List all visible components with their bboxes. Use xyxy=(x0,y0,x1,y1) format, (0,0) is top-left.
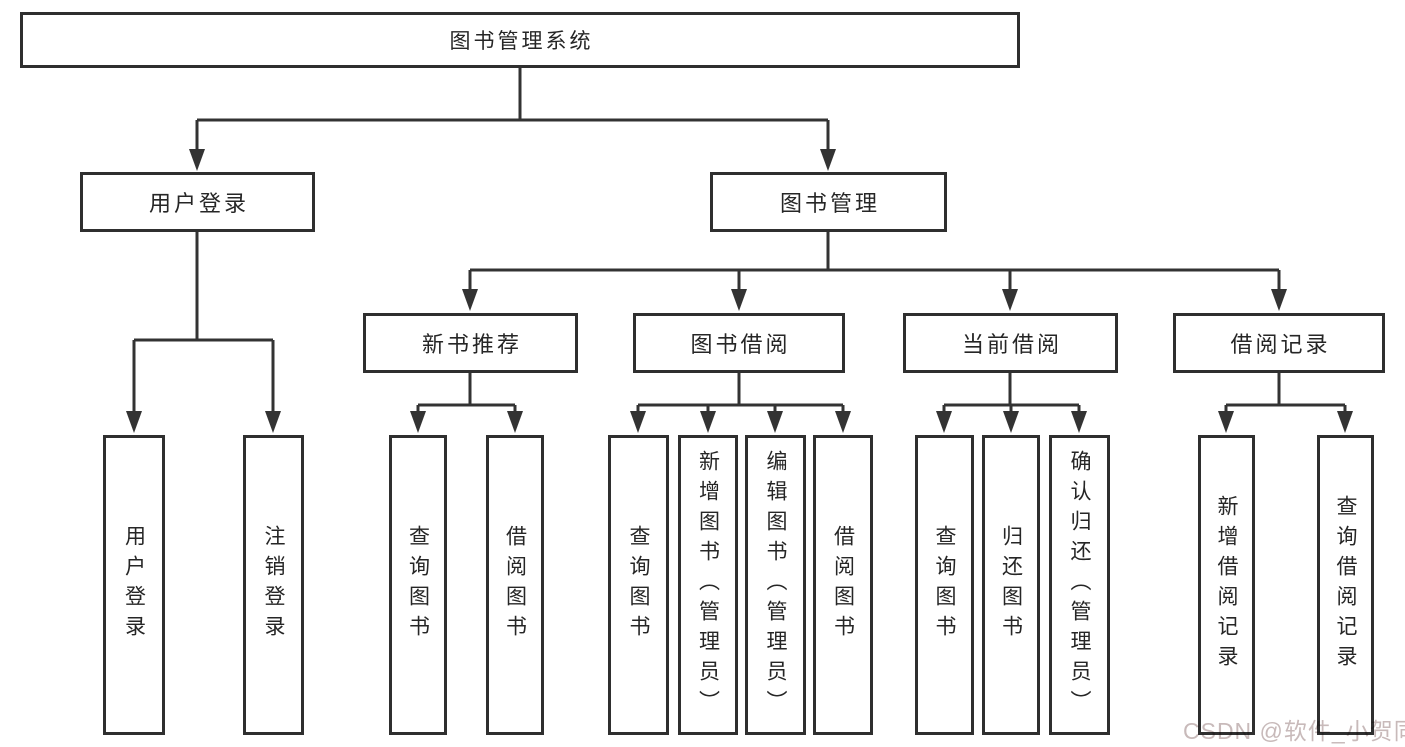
node-label: 新增借阅记录 xyxy=(1215,495,1238,675)
node-label: 新增图书（管理员） xyxy=(696,450,720,720)
arrowhead xyxy=(630,411,646,433)
node-label: 借阅记录 xyxy=(1230,332,1331,357)
node-leaf-query-books-2: 查询图书 xyxy=(608,435,669,735)
node-leaf-logout: 注销登录 xyxy=(243,435,304,735)
node-leaf-edit-books-admin: 编辑图书（管理员） xyxy=(745,435,806,735)
connector-book-borrow xyxy=(636,373,845,414)
connector-current-borrow xyxy=(942,373,1081,414)
node-leaf-borrow-books-1: 借阅图书 xyxy=(486,435,544,735)
node-label: 用户登录 xyxy=(148,191,249,216)
node-leaf-confirm-return-admin: 确认归还（管理员） xyxy=(1049,435,1110,735)
arrowhead xyxy=(1271,289,1287,311)
arrowhead xyxy=(1003,411,1019,433)
watermark: CSDN @软件_小贺同学 xyxy=(1183,718,1405,744)
arrowhead xyxy=(462,289,478,311)
node-leaf-query-borrow-record: 查询借阅记录 xyxy=(1317,435,1374,735)
node-label: 图书管理系统 xyxy=(449,30,594,53)
arrowhead xyxy=(189,149,205,171)
arrowhead xyxy=(1337,411,1353,433)
node-label: 图书借阅 xyxy=(690,332,791,357)
node-label: 归还图书 xyxy=(999,525,1023,645)
arrowhead xyxy=(507,411,523,433)
node-current-borrow: 当前借阅 xyxy=(903,313,1118,373)
node-leaf-user-login: 用户登录 xyxy=(103,435,165,735)
node-leaf-return-books: 归还图书 xyxy=(982,435,1040,735)
node-leaf-borrow-books-2: 借阅图书 xyxy=(813,435,873,735)
node-label: 借阅图书 xyxy=(503,525,527,645)
node-book-borrow: 图书借阅 xyxy=(633,313,845,373)
node-book-management: 图书管理 xyxy=(710,172,947,232)
node-label: 编辑图书（管理员） xyxy=(764,450,787,720)
node-label: 新书推荐 xyxy=(421,332,522,357)
arrowhead xyxy=(731,289,747,311)
connector-book-management xyxy=(468,232,1281,292)
arrowhead xyxy=(1218,411,1234,433)
node-label: 确认归还（管理员） xyxy=(1068,450,1091,720)
arrowhead xyxy=(700,411,716,433)
node-user-login: 用户登录 xyxy=(80,172,315,232)
node-label: 借阅图书 xyxy=(831,525,855,645)
arrowhead xyxy=(820,149,836,171)
node-label: 图书管理 xyxy=(779,191,880,216)
node-label: 查询图书 xyxy=(406,525,430,645)
arrowhead xyxy=(1002,289,1018,311)
node-label: 查询图书 xyxy=(627,525,650,645)
arrowhead xyxy=(1071,411,1087,433)
node-leaf-query-books-1: 查询图书 xyxy=(389,435,447,735)
arrowhead xyxy=(936,411,952,433)
node-label: 查询图书 xyxy=(933,525,956,645)
connector-user-login xyxy=(132,232,275,414)
connector-new-book xyxy=(416,373,517,414)
node-leaf-add-books-admin: 新增图书（管理员） xyxy=(678,435,738,735)
connector-root-to-level2 xyxy=(195,68,830,152)
node-leaf-query-books-3: 查询图书 xyxy=(915,435,974,735)
arrowhead xyxy=(410,411,426,433)
arrowhead xyxy=(835,411,851,433)
node-label: 查询借阅记录 xyxy=(1334,495,1357,675)
node-leaf-add-borrow-record: 新增借阅记录 xyxy=(1198,435,1255,735)
connector-borrow-record xyxy=(1224,373,1347,414)
node-label: 注销登录 xyxy=(262,525,285,645)
node-label: 当前借阅 xyxy=(961,332,1062,357)
node-borrow-record: 借阅记录 xyxy=(1173,313,1385,373)
node-library-management-system: 图书管理系统 xyxy=(20,12,1020,68)
arrowhead xyxy=(265,411,281,433)
node-label: 用户登录 xyxy=(122,525,146,645)
arrowhead xyxy=(767,411,783,433)
node-new-book-recommend: 新书推荐 xyxy=(363,313,578,373)
arrowhead xyxy=(126,411,142,433)
